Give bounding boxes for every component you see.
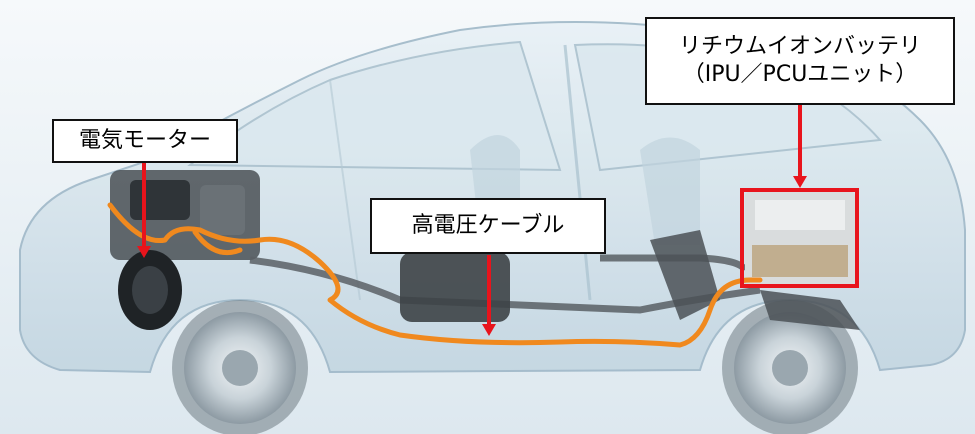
rear-wheel [722,300,858,434]
motor-arrow [137,162,151,258]
motor-label: 電気モーター [52,119,238,163]
front-wheel [172,300,308,434]
battery-arrow [793,105,807,188]
cable-arrow [482,255,496,336]
center-tank [400,252,510,322]
battery-label: リチウムイオンバッテリ （IPU／PCUユニット） [645,17,955,105]
car-windows [187,40,562,172]
cable-label: 高電圧ケーブル [370,198,606,254]
battery-highlight-box [740,188,859,288]
battery-pack [745,192,855,284]
high-voltage-cable [107,202,763,348]
